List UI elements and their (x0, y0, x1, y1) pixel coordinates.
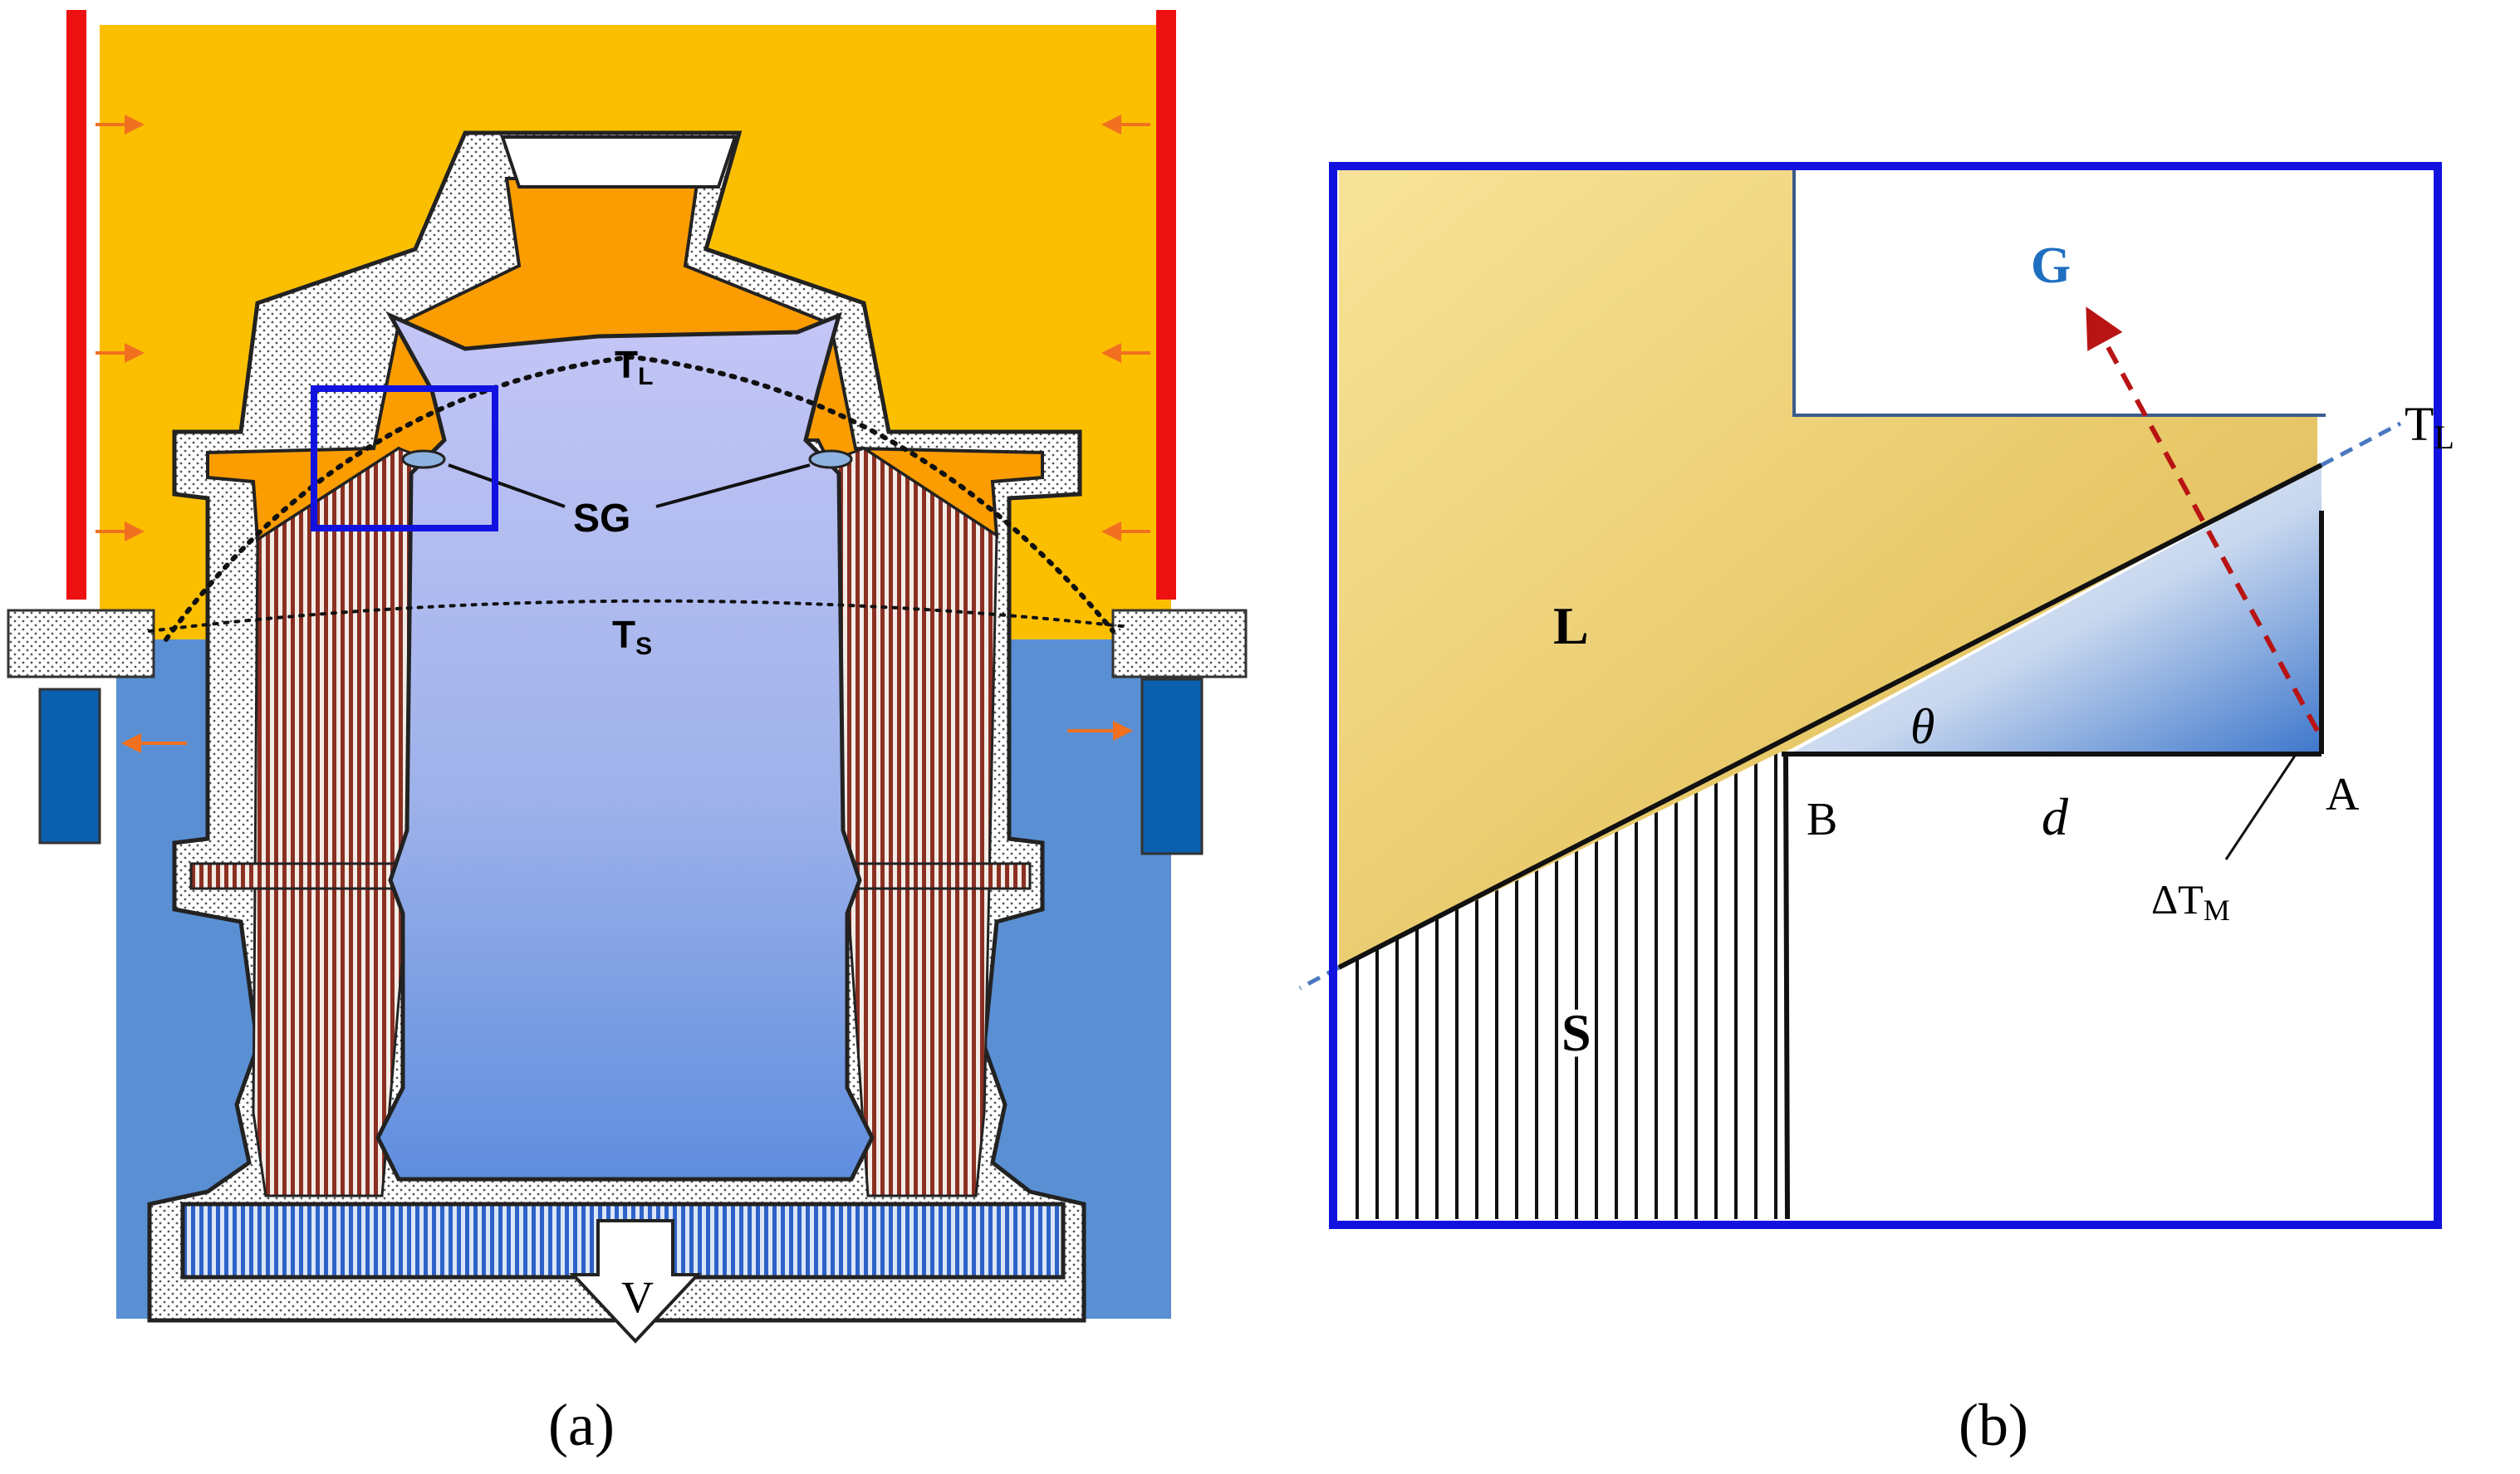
stray-grain-left (401, 449, 446, 469)
solid-region (1339, 752, 1790, 1219)
panel-a: V TL TS SG (a) (7, 10, 1248, 1458)
core-cavity (375, 311, 875, 1182)
stray-grain-label: SG (573, 497, 630, 541)
liquid-region (1339, 170, 2317, 967)
withdrawal-arrow (569, 1219, 702, 1344)
heater-left (66, 10, 86, 600)
liquidus-isotherm-label: TL (2405, 397, 2454, 456)
mushy-zone (1794, 465, 2321, 752)
withdrawal-label: V (621, 1272, 654, 1322)
baffle-left (7, 609, 155, 678)
step-left-edge (1783, 753, 1790, 1220)
solidus-label: TS (612, 613, 652, 660)
baffle-right (1111, 609, 1248, 678)
cooling-block-right (1140, 678, 1204, 855)
zoom-box (311, 385, 498, 531)
liquid-label: L (1553, 596, 1589, 655)
liquidus-isotherm (164, 354, 1115, 642)
pour-cup (500, 135, 738, 189)
solidus-isotherm (148, 599, 1131, 633)
gradient-arrow (2086, 306, 2320, 732)
liquidus-front (1337, 463, 2323, 970)
panel-a-caption: (a) (548, 1392, 615, 1458)
heater-right (1156, 10, 1176, 600)
undercooling-label: ΔTM (2151, 876, 2230, 927)
grains-left (252, 447, 446, 1197)
point-b-label: B (1807, 794, 1837, 845)
heat-arrows (96, 115, 1150, 753)
liquidus-label: TL (615, 343, 653, 390)
angle-label: θ (1910, 699, 1934, 754)
cutout-top (1794, 170, 2434, 415)
cooling-block-left (38, 688, 101, 845)
sg-leader-left (448, 463, 566, 508)
liquidus-extension-upper (2320, 421, 2402, 468)
stray-grain-right (808, 449, 853, 469)
distance-label: d (2042, 787, 2069, 846)
sg-leader-right (655, 463, 811, 508)
panel-b-caption: (b) (1959, 1392, 2028, 1458)
undercooling-leader (2224, 755, 2297, 860)
panel-b-frame (1329, 162, 2442, 1229)
solid-label: S (1562, 1003, 1591, 1062)
point-a-label: A (2326, 769, 2360, 820)
gradient-label: G (2031, 238, 2071, 294)
panel-b: G L S θ B A d TL ΔTM (b) (1298, 162, 2454, 1458)
cutout-top-edge (1792, 170, 2326, 417)
